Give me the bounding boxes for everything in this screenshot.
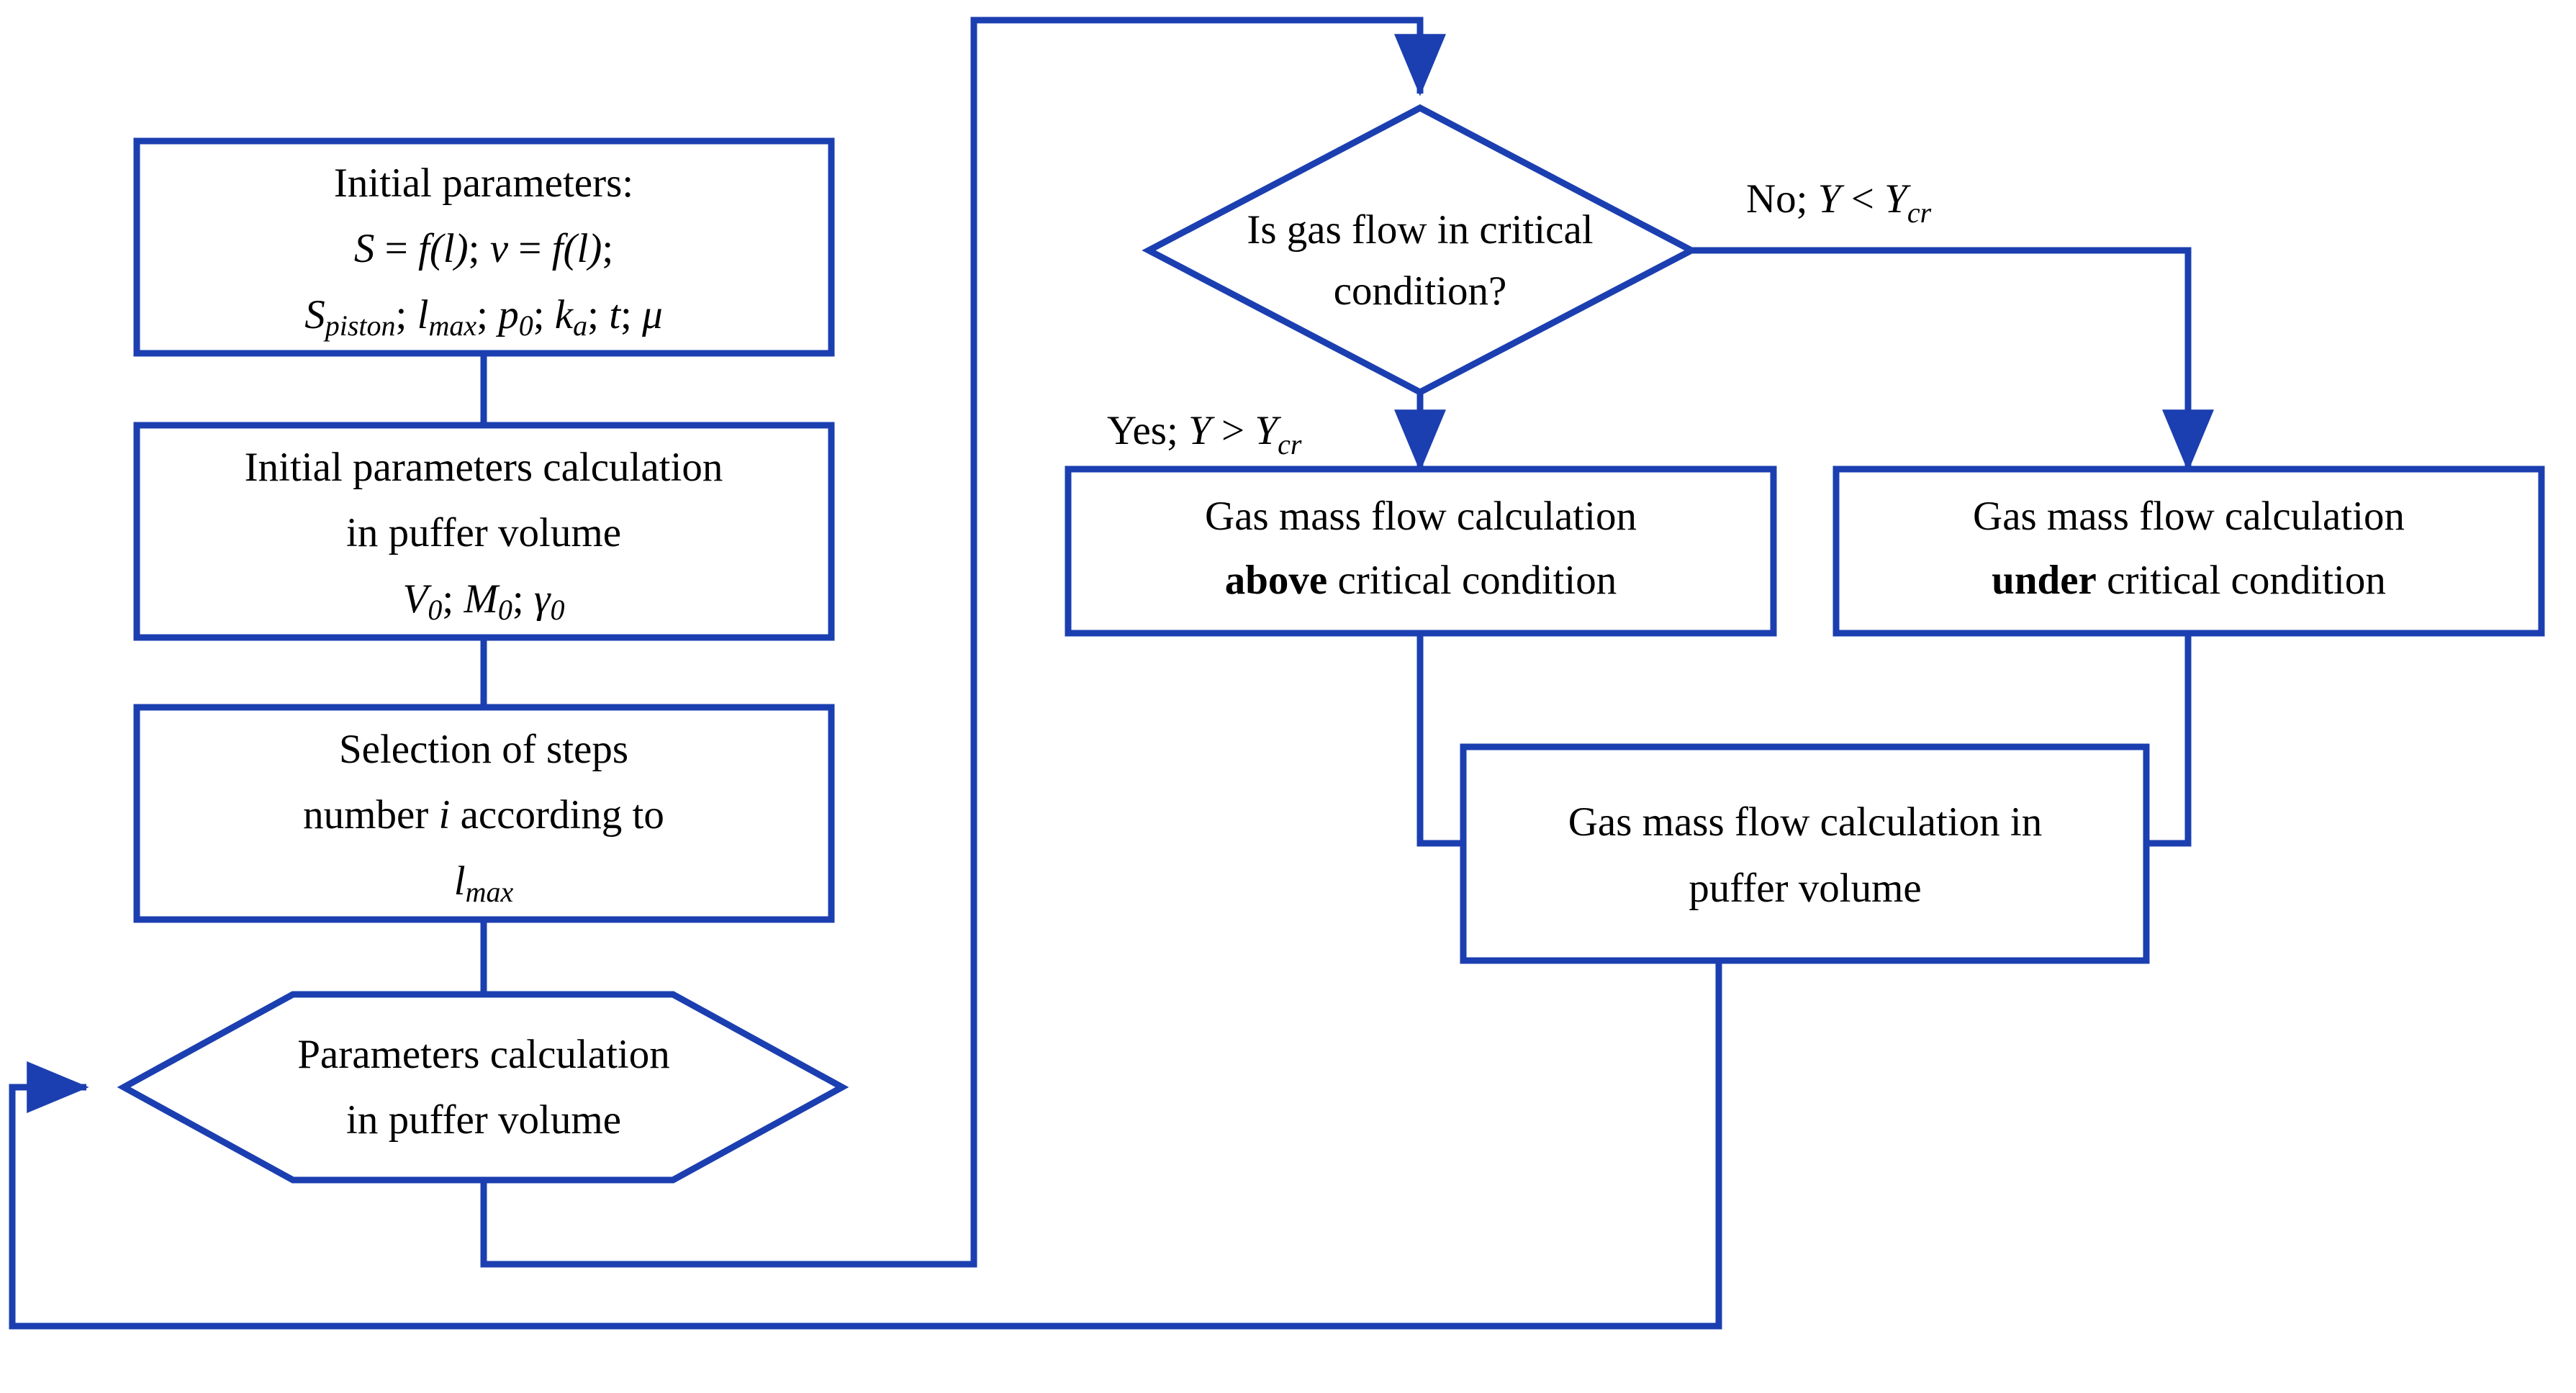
initial-calculation-line2: in puffer volume [346, 510, 621, 555]
connector-under-to-puffer [2146, 633, 2192, 847]
node-above-critical-condition[interactable]: Gas mass flow calculation above critical… [1065, 466, 1777, 637]
node-gas-mass-flow-puffer-volume[interactable]: Gas mass flow calculation in puffer volu… [1460, 743, 2150, 964]
node-initial-parameters[interactable]: Initial parameters: S = f(l); v = f(l); … [133, 137, 835, 357]
steps-selection-line1: Selection of steps [339, 727, 628, 772]
edge-label-no-branch: No; Y < Ycr [1746, 176, 1932, 229]
node-initial-calculation[interactable]: Initial parameters calculation in puffer… [133, 422, 835, 641]
steps-selection-line3: lmax [454, 858, 514, 908]
gas-mass-puffer-line2: puffer volume [1689, 866, 1921, 911]
connector-above-to-puffer [1416, 633, 1463, 847]
parameters-calculation-line2: in puffer volume [346, 1097, 621, 1143]
initial-parameters-line3: Spiston; lmax; p0; ka; t; μ [304, 292, 663, 342]
edge-label-yes-branch: Yes; Y > Ycr [1107, 408, 1302, 460]
under-critical-line1: Gas mass flow calculation [1973, 494, 2405, 539]
initial-calculation-line1: Initial parameters calculation [245, 445, 723, 490]
above-critical-line1: Gas mass flow calculation [1205, 494, 1637, 539]
node-under-critical-condition[interactable]: Gas mass flow calculation under critical… [1832, 466, 2545, 637]
node-parameters-calculation-hexagon[interactable]: Parameters calculation in puffer volume [117, 991, 849, 1184]
node-decision-critical-condition[interactable]: Is gas flow in critical condition? [1142, 104, 1699, 396]
above-critical-line2: above critical condition [1225, 558, 1617, 603]
initial-parameters-line1: Initial parameters: [334, 160, 633, 206]
connector-puffer-feedback-to-hexagon [9, 961, 1722, 1330]
decision-line2: condition? [1334, 268, 1507, 314]
initial-calculation-line3: V0; M0; γ0 [403, 576, 565, 626]
connector-decision-no-to-under [1602, 247, 2214, 472]
decision-line1: Is gas flow in critical [1247, 207, 1593, 253]
connector-hexagon-to-decision-loop [480, 17, 1446, 1268]
node-steps-selection[interactable]: Selection of steps number i according to… [133, 704, 835, 923]
svg-text:No; Y < Ycr: No; Y < Ycr [1746, 176, 1932, 229]
svg-text:Yes; Y > Ycr: Yes; Y > Ycr [1107, 408, 1302, 460]
steps-selection-line2: number i according to [303, 792, 664, 838]
under-critical-line2: under critical condition [1992, 558, 2386, 603]
initial-parameters-line2: S = f(l); v = f(l); [354, 226, 613, 271]
parameters-calculation-line1: Parameters calculation [297, 1032, 670, 1077]
gas-mass-puffer-line1: Gas mass flow calculation in [1568, 799, 2043, 845]
